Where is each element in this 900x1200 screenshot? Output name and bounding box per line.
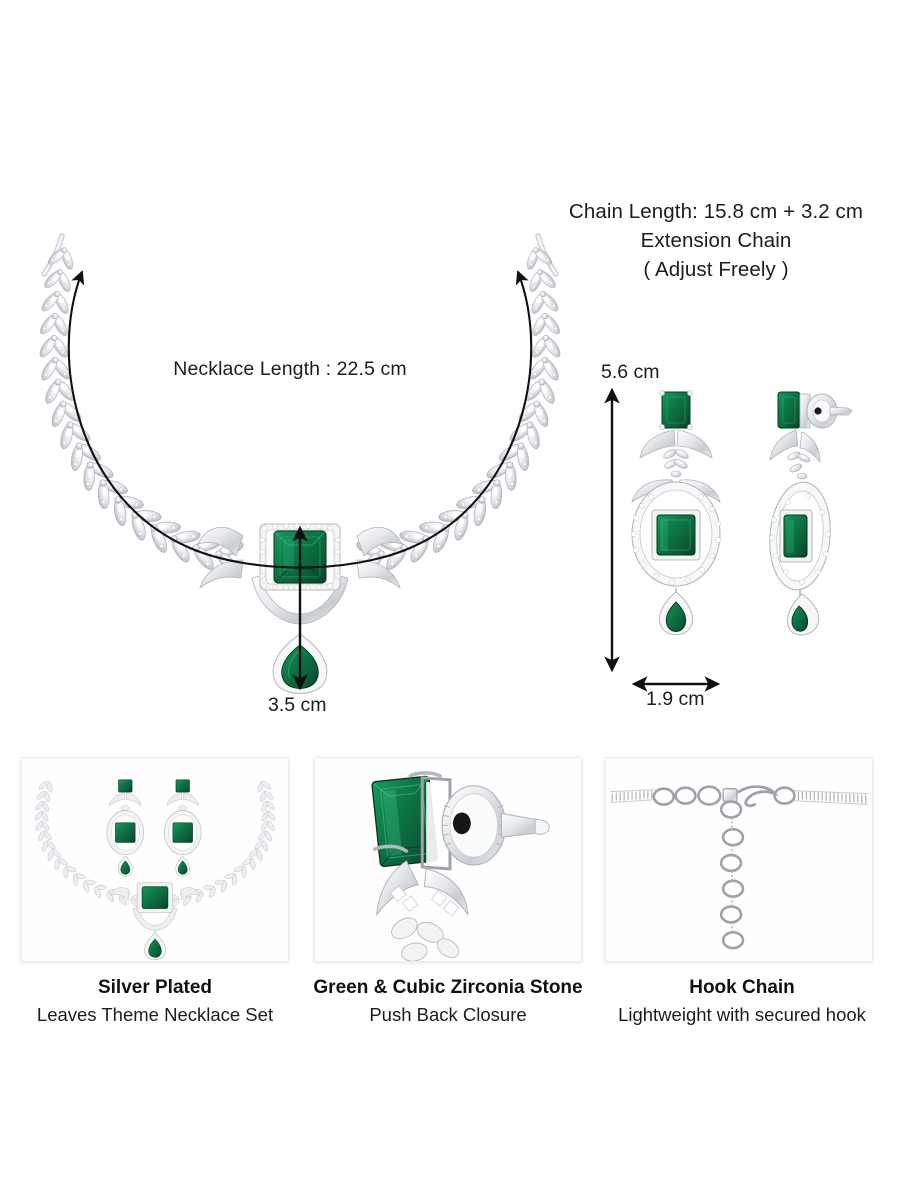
caption-2-title: Green & Cubic Zirconia Stone <box>313 977 583 998</box>
push-back-disc <box>806 393 838 429</box>
chain-note-line-1: Chain Length: 15.8 cm + 3.2 cm <box>568 200 864 223</box>
necklace-pendant <box>197 523 403 694</box>
caption-1-subtitle: Leaves Theme Necklace Set <box>36 1004 274 1025</box>
green-stone-push-back-closure-photo <box>315 758 581 961</box>
necklace-length-arc <box>67 270 533 569</box>
earring-side-view <box>769 391 853 636</box>
caption-3-subtitle: Lightweight with secured hook <box>618 1004 866 1025</box>
earring-post <box>500 812 550 838</box>
center-green-stone <box>273 530 327 584</box>
caption-2-subtitle: Push Back Closure <box>369 1004 527 1025</box>
earring-post <box>829 406 853 416</box>
extension-chain <box>719 800 745 950</box>
chain-note-line-2: Extension Chain <box>640 229 792 252</box>
panel-necklace-set <box>21 757 289 962</box>
hook-chain-extension-photo <box>606 758 872 961</box>
dimension-arrows <box>67 270 721 692</box>
feature-panels <box>0 757 900 965</box>
panel-stone-closure <box>314 757 582 962</box>
chain-note-line-3: ( Adjust Freely ) <box>643 258 789 281</box>
push-back-disc <box>441 785 507 866</box>
pendant-drop-label: 3.5 cm <box>268 694 327 716</box>
necklace-length-label: Necklace Length : 22.5 cm <box>173 358 407 380</box>
caption-3-title: Hook Chain <box>689 977 795 998</box>
caption-hook-chain: Hook Chain Lightweight with secured hook <box>592 975 892 1028</box>
caption-silver-plated: Silver Plated Leaves Theme Necklace Set <box>5 975 305 1028</box>
panel-captions: Silver Plated Leaves Theme Necklace Set … <box>0 975 900 1045</box>
earring-width-label: 1.9 cm <box>646 688 705 710</box>
caption-stone: Green & Cubic Zirconia Stone Push Back C… <box>298 975 598 1028</box>
necklace-and-earrings-set-photo <box>22 758 288 961</box>
clasp-tab <box>722 788 738 803</box>
earring-height-label: 5.6 cm <box>601 361 660 383</box>
panel-hook-chain <box>605 757 873 962</box>
caption-1-title: Silver Plated <box>97 977 213 998</box>
necklace-illustration <box>37 233 563 694</box>
chain-length-note: Chain Length: 15.8 cm + 3.2 cm Extension… <box>540 197 892 284</box>
hook <box>737 785 779 808</box>
earring-front-view <box>631 390 721 636</box>
pendant-drop <box>272 633 328 694</box>
